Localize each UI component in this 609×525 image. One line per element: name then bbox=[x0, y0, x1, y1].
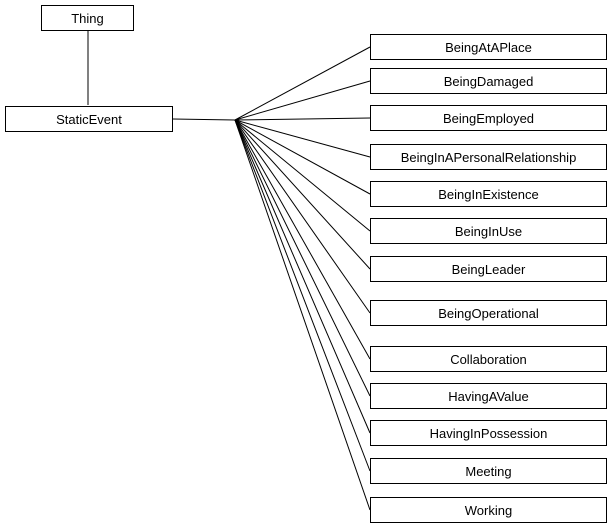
edge-staticevent-child bbox=[234, 119, 371, 360]
node-child: Working bbox=[370, 497, 607, 523]
node-child-label: BeingAtAPlace bbox=[445, 39, 532, 55]
node-child: BeingInUse bbox=[370, 218, 607, 244]
node-child-label: BeingInUse bbox=[454, 223, 523, 239]
node-child: BeingEmployed bbox=[370, 105, 607, 131]
edge-staticevent-child bbox=[234, 119, 371, 314]
node-child: Meeting bbox=[370, 458, 607, 484]
edge-staticevent-hub bbox=[172, 118, 236, 121]
node-staticevent: StaticEvent bbox=[5, 106, 173, 132]
node-child: BeingLeader bbox=[370, 256, 607, 282]
node-child: BeingOperational bbox=[370, 300, 607, 326]
node-thing: Thing bbox=[41, 5, 134, 31]
node-child: HavingAValue bbox=[370, 383, 607, 409]
node-child-label: BeingInAPersonalRelationship bbox=[400, 149, 577, 165]
node-child: HavingInPossession bbox=[370, 420, 607, 446]
edge-staticevent-child bbox=[234, 119, 371, 397]
node-child: Collaboration bbox=[370, 346, 607, 372]
edge-staticevent-child bbox=[234, 119, 371, 232]
node-thing-label: Thing bbox=[71, 10, 104, 26]
node-staticevent-label: StaticEvent bbox=[56, 111, 122, 127]
node-child-label: BeingLeader bbox=[451, 261, 526, 277]
node-child-label: Collaboration bbox=[450, 351, 527, 367]
node-child-label: BeingInExistence bbox=[438, 186, 539, 202]
node-child-label: BeingOperational bbox=[438, 305, 539, 321]
edge-staticevent-child bbox=[234, 119, 371, 270]
node-child-label: HavingAValue bbox=[448, 388, 529, 404]
edge-staticevent-child bbox=[234, 119, 371, 511]
node-child-label: Meeting bbox=[465, 463, 512, 479]
edge-staticevent-child bbox=[234, 46, 371, 121]
node-child: BeingInExistence bbox=[370, 181, 607, 207]
node-child: BeingDamaged bbox=[370, 68, 607, 94]
edge-staticevent-child bbox=[234, 119, 371, 158]
node-child-label: HavingInPossession bbox=[429, 425, 548, 441]
node-child-label: Working bbox=[464, 502, 513, 518]
edge-staticevent-child bbox=[234, 117, 371, 121]
edge-staticevent-child bbox=[234, 119, 371, 195]
node-child: BeingAtAPlace bbox=[370, 34, 607, 60]
edge-staticevent-child bbox=[234, 80, 371, 121]
node-child-label: BeingDamaged bbox=[443, 73, 534, 89]
node-child: BeingInAPersonalRelationship bbox=[370, 144, 607, 170]
edge-staticevent-child bbox=[234, 119, 371, 434]
node-child-label: BeingEmployed bbox=[442, 110, 535, 126]
edge-staticevent-child bbox=[234, 119, 371, 472]
child-connector-group bbox=[234, 46, 371, 511]
